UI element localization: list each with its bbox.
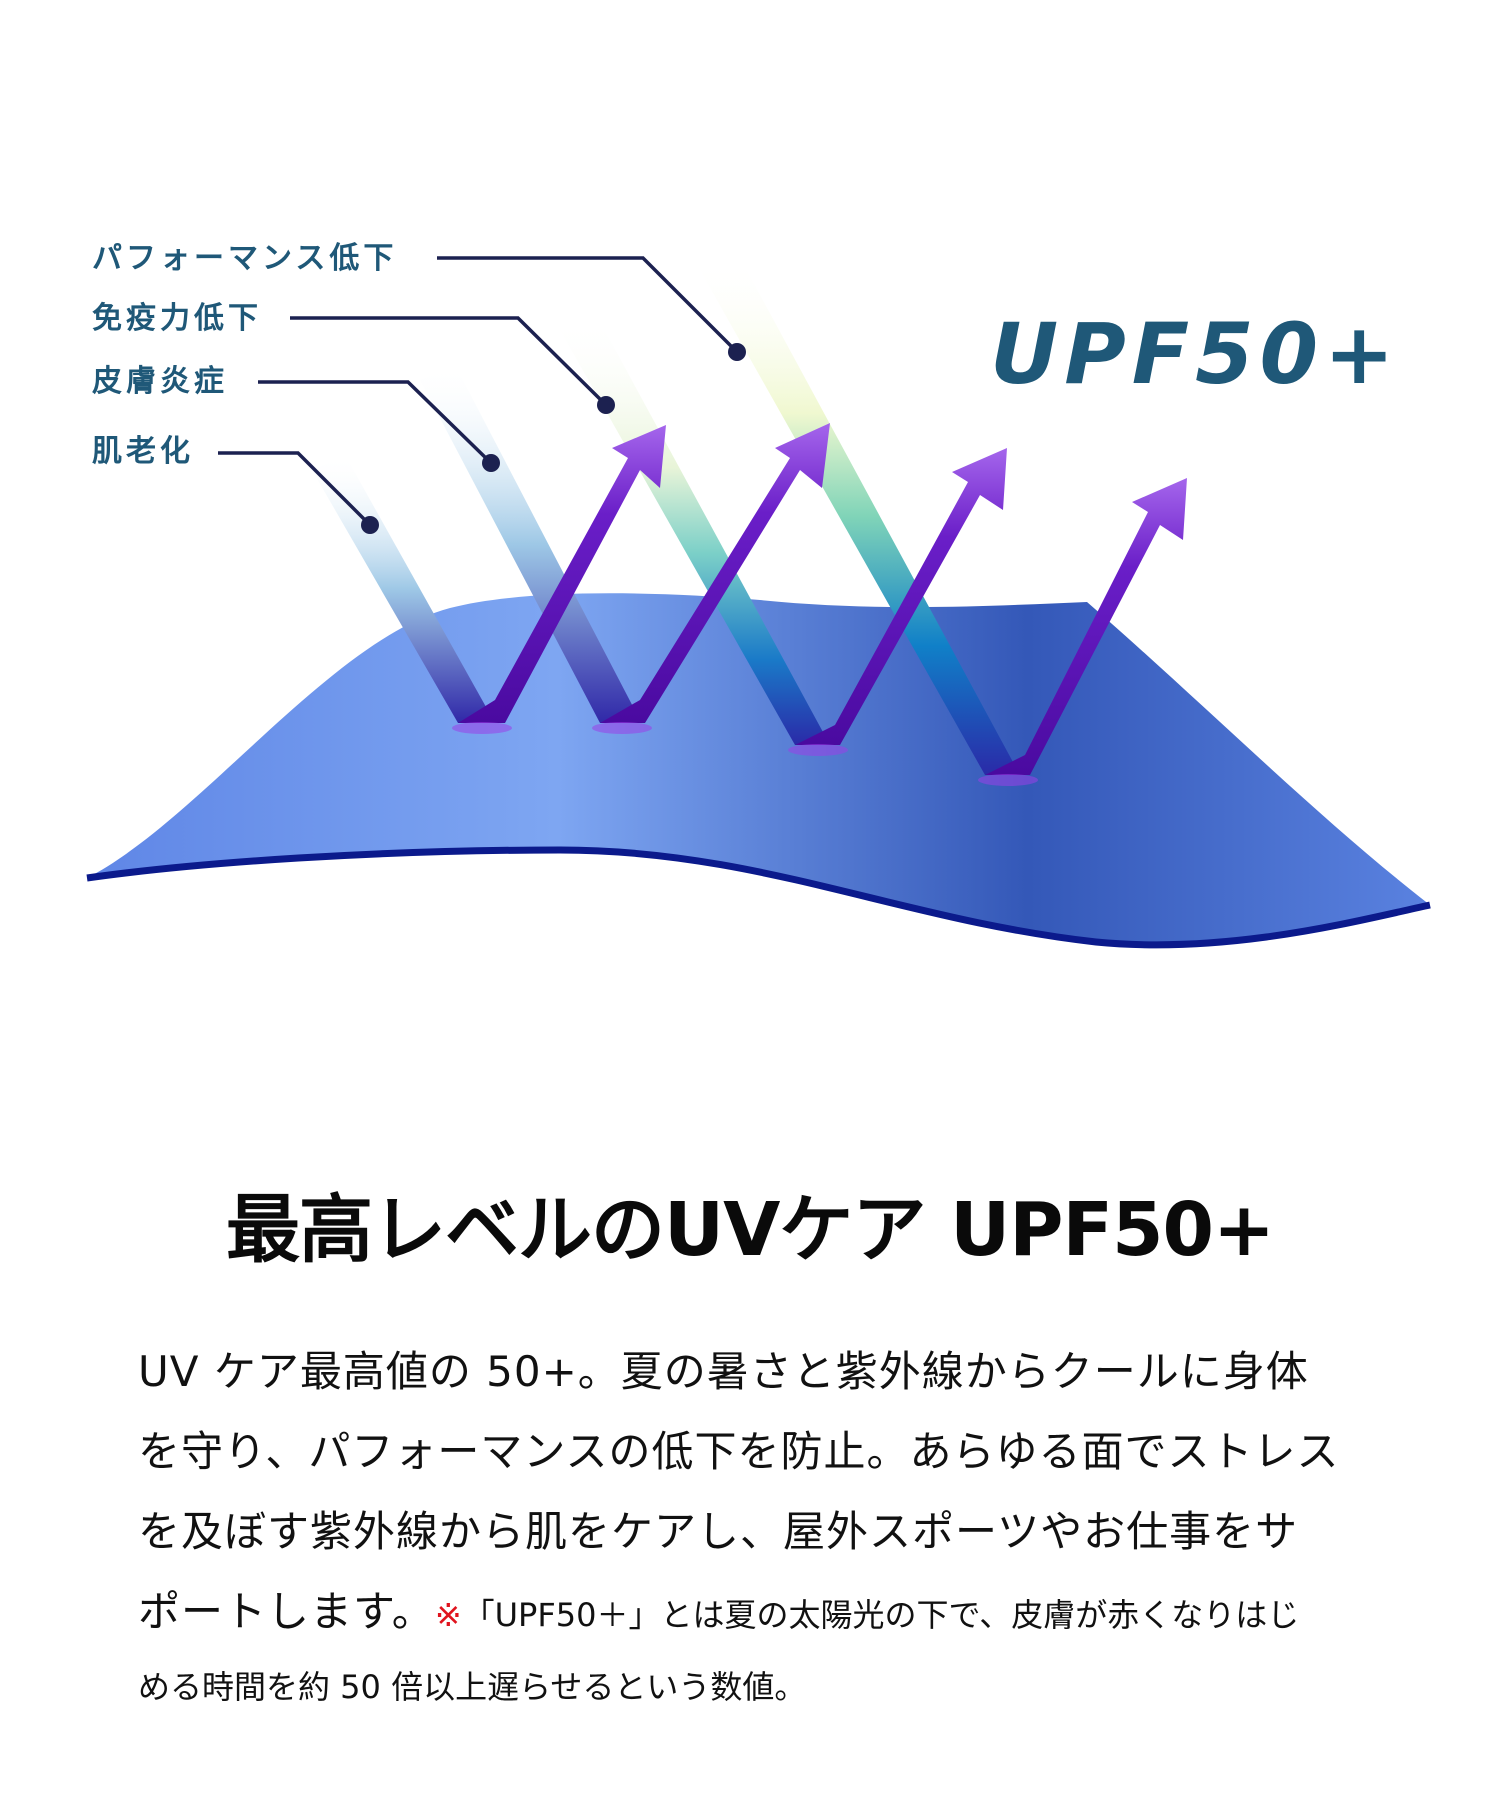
section-heading: 最高レベルのUVケア UPF50+ — [226, 1187, 1275, 1273]
body-line-2: を守り、パフォーマンスの低下を防止。あらゆる面でストレス — [138, 1427, 1340, 1476]
uv-protection-diagram: パフォーマンス低下 免疫力低下 皮膚炎症 肌老化 UPF50+ — [86, 241, 1431, 949]
leader-dot — [482, 454, 500, 472]
leader-dot — [597, 396, 615, 414]
section-body: UV ケア最高値の 50+。夏の暑さと紫外線からクールに身体 を守り、パフォーマ… — [138, 1332, 1378, 1722]
upf-badge: UPF50+ — [990, 305, 1401, 403]
reflected-arrow-3 — [795, 448, 1007, 745]
body-line-4-main: ポートします。 — [138, 1587, 435, 1636]
body-line-1: UV ケア最高値の 50+。夏の暑さと紫外線からクールに身体 — [138, 1347, 1309, 1396]
reflected-arrow-1 — [458, 425, 666, 723]
label-immunity-decline: 免疫力低下 — [92, 301, 262, 336]
leader-dot — [361, 516, 379, 534]
label-performance-decline: パフォーマンス低下 — [92, 241, 398, 276]
note-asterisk-mark: ※ — [434, 1596, 463, 1634]
reflected-arrow-4 — [985, 478, 1187, 775]
body-line-3: を及ぼす紫外線から肌をケアし、屋外スポーツやお仕事をサ — [138, 1507, 1299, 1556]
fabric-and-rays-illustration — [86, 256, 1431, 949]
note-text-part-2: める時間を約 50 倍以上遅らせるという数値。 — [138, 1668, 807, 1706]
label-skin-inflammation: 皮膚炎症 — [92, 364, 228, 399]
leader-dot — [728, 343, 746, 361]
label-skin-aging: 肌老化 — [92, 434, 194, 469]
reflected-arrow-2 — [600, 423, 830, 723]
note-text-part-1: 「UPF50＋」とは夏の太陽光の下で、皮膚が赤くなりはじ — [462, 1596, 1300, 1634]
body-line-4: ポートします。※「UPF50＋」とは夏の太陽光の下で、皮膚が赤くなりはじ — [138, 1572, 1378, 1652]
